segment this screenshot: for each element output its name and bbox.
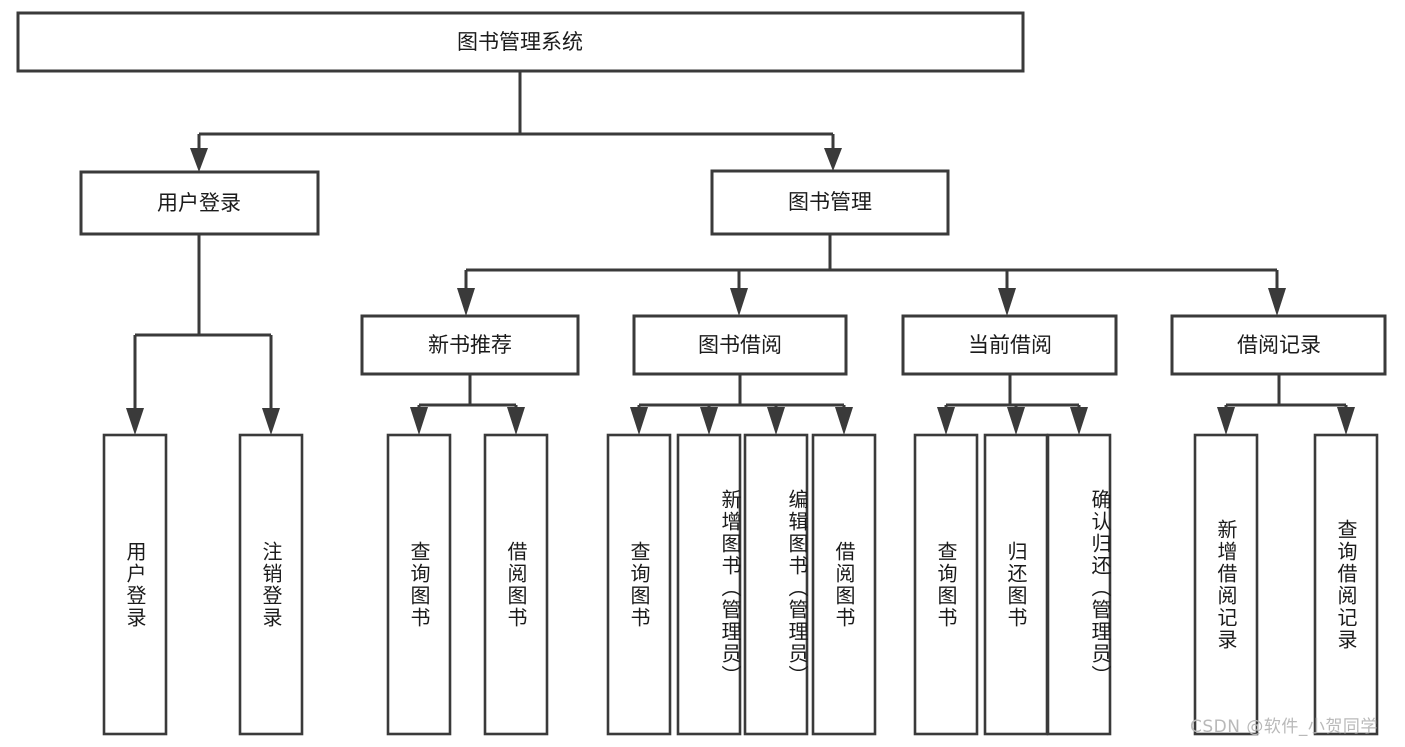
arrow-head-icon xyxy=(767,407,785,435)
connector-current-borrow-to-leaves xyxy=(937,374,1088,435)
book-manage-label: 图书管理 xyxy=(788,190,872,214)
arrow-head-icon xyxy=(410,407,428,435)
leaf-boxes xyxy=(102,433,1379,736)
user-login-box[interactable] xyxy=(79,170,320,236)
connector-user-login-to-leaves xyxy=(126,234,280,435)
leaf-box-user-login[interactable] xyxy=(102,433,168,736)
leaf-box-query-record[interactable] xyxy=(1313,433,1379,736)
user-login-label: 用户登录 xyxy=(157,191,241,215)
arrow-head-icon xyxy=(507,407,525,435)
connector-borrow-record-to-leaves xyxy=(1217,374,1355,435)
node-current-borrow[interactable]: 当前借阅 xyxy=(901,314,1118,376)
connector-root-to-level1 xyxy=(190,71,842,172)
leaf-box-return-book[interactable] xyxy=(983,433,1049,736)
node-book-borrow[interactable]: 图书借阅 xyxy=(632,314,848,376)
arrow-head-icon xyxy=(730,288,748,316)
leaf-box-query-book-2[interactable] xyxy=(606,433,672,736)
node-book-manage[interactable]: 图书管理 xyxy=(710,169,950,236)
leaf-box-borrow-book-1[interactable] xyxy=(483,433,549,736)
borrow-record-label: 借阅记录 xyxy=(1237,333,1321,357)
arrow-head-icon xyxy=(630,407,648,435)
leaf-box-edit-book[interactable] xyxy=(743,433,809,736)
arrow-head-icon xyxy=(126,408,144,435)
leaf-box-query-book-3[interactable] xyxy=(913,433,979,736)
arrow-head-icon xyxy=(457,288,475,316)
leaf-box-add-record[interactable] xyxy=(1193,433,1259,736)
node-new-book-recommend[interactable]: 新书推荐 xyxy=(360,314,580,376)
current-borrow-box[interactable] xyxy=(901,314,1118,376)
arrow-head-icon xyxy=(998,288,1016,316)
leaf-box-logout[interactable] xyxy=(238,433,304,736)
new-book-recommend-label: 新书推荐 xyxy=(428,333,512,357)
book-borrow-label: 图书借阅 xyxy=(698,333,782,357)
csdn-watermark: CSDN @软件_小贺同学 xyxy=(1190,717,1378,737)
arrow-head-icon xyxy=(1337,407,1355,435)
arrow-head-icon xyxy=(1217,407,1235,435)
arrow-head-icon xyxy=(937,407,955,435)
root-box[interactable] xyxy=(16,11,1025,73)
connector-new-book-recommend-to-leaves xyxy=(410,374,525,435)
connector-book-manage-to-level2 xyxy=(457,234,1286,316)
node-root[interactable]: 图书管理系统 xyxy=(16,11,1025,73)
leaf-box-confirm-return[interactable] xyxy=(1046,433,1112,736)
arrow-head-icon xyxy=(835,407,853,435)
arrow-head-icon xyxy=(190,148,208,172)
arrow-head-icon xyxy=(262,408,280,435)
new-book-recommend-box[interactable] xyxy=(360,314,580,376)
arrow-head-icon xyxy=(1268,288,1286,316)
arrow-head-icon xyxy=(700,407,718,435)
root-label: 图书管理系统 xyxy=(457,30,583,54)
node-user-login[interactable]: 用户登录 xyxy=(79,170,320,236)
arrow-head-icon xyxy=(1070,407,1088,435)
arrow-head-icon xyxy=(1007,407,1025,435)
arrow-head-icon xyxy=(824,148,842,171)
connector-book-borrow-to-leaves xyxy=(630,374,853,435)
leaf-box-query-book-1[interactable] xyxy=(386,433,452,736)
leaf-box-borrow-book-2[interactable] xyxy=(811,433,877,736)
current-borrow-label: 当前借阅 xyxy=(968,333,1052,357)
leaf-box-add-book[interactable] xyxy=(676,433,742,736)
node-borrow-record[interactable]: 借阅记录 xyxy=(1170,314,1387,376)
